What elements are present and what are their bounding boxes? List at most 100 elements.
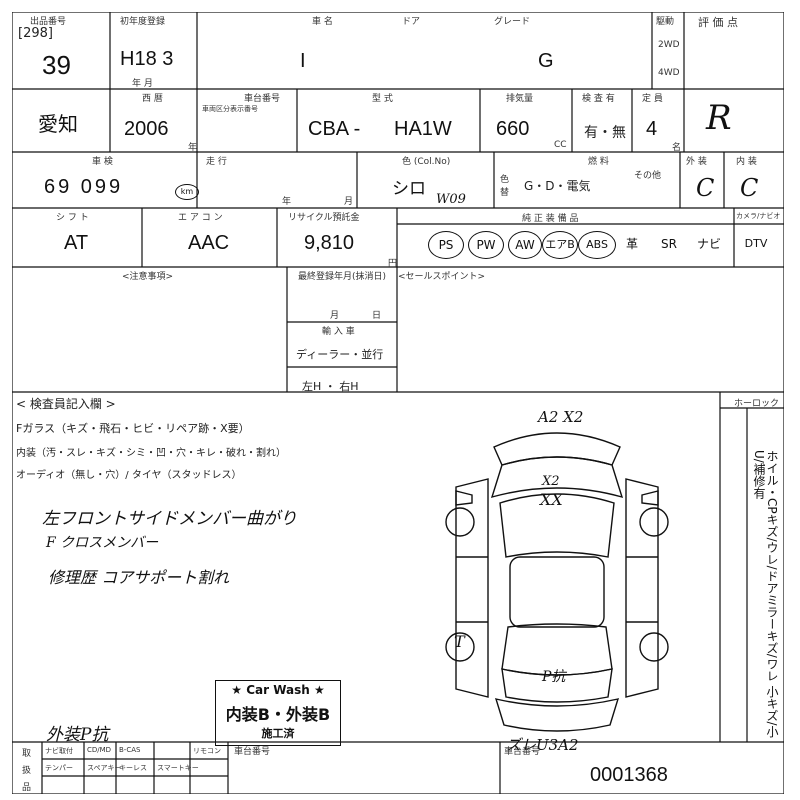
extra-label: カメラ/ナビオ <box>736 212 781 220</box>
color-code: W09 <box>436 192 466 207</box>
footer-bcas: B-CAS <box>119 746 141 754</box>
inspection-title: < 検査員記入欄 > <box>16 397 116 411</box>
grade-value: G <box>538 50 554 72</box>
footer-row1-col0: 取 <box>22 749 32 759</box>
equipment-option: AW <box>508 231 542 259</box>
interior-value: C <box>740 174 759 202</box>
equipment-option: エアB <box>542 231 578 259</box>
drive-label: 駆動 <box>656 17 675 27</box>
hoirokku-label: ホーロック <box>734 399 780 409</box>
exterior-label: 外 装 <box>686 157 707 167</box>
displacement-value: 660 <box>496 118 530 140</box>
handwritten-note-2: F クロスメンバー <box>46 535 159 551</box>
shaken-label: 車 検 <box>92 157 113 167</box>
eval-value: R <box>706 98 732 138</box>
footer-remote: リモコン <box>193 747 221 755</box>
sheet-grid <box>12 12 784 794</box>
handwritten-note-3: 修理歴 コアサポート割れ <box>48 568 230 587</box>
color-change-label: 色替 <box>500 175 510 198</box>
inspection-line2: 内装（汚・スレ・キズ・シミ・凹・穴・キレ・破れ・割れ） <box>16 448 286 459</box>
footer-sparekey: スペアキー <box>87 764 122 772</box>
footer-navi: ナビ取付 <box>45 747 73 755</box>
import-label: 輸 入 車 <box>322 327 355 337</box>
car-wash-stamp: ★ Car Wash ★ 内装B・外装B 施工済 <box>215 680 341 746</box>
handle-value: 左H ・ 右H <box>302 380 359 393</box>
seats-value: 4 <box>646 118 658 140</box>
interior-label: 内 装 <box>736 157 757 167</box>
reg-sub: 車両区分表示番号 <box>202 105 258 113</box>
sales-label: <セールスポイント> <box>398 272 486 282</box>
inspection-line1: Fガラス（キズ・飛石・ヒビ・リペア跡・X要） <box>16 422 250 435</box>
equipment-option: ABS <box>578 231 616 259</box>
ac-label: エ ア コ ン <box>178 213 223 223</box>
handwritten-note-4: 外装P抗 <box>46 725 109 745</box>
mileage-value: 69 099 <box>44 176 124 198</box>
mileage-unit: km <box>175 184 199 200</box>
door-label: ドア <box>402 17 421 27</box>
footer-row3-col0: 品 <box>22 783 32 793</box>
equipment-option: 革 <box>625 237 638 251</box>
model-label: 型 式 <box>372 94 393 104</box>
seats-label: 定 員 <box>642 94 663 104</box>
diagram-note-roof2: XX <box>540 490 563 509</box>
stamp-sub: 施工済 <box>261 727 295 740</box>
final-reg-label: 最終登録年月(抹消日) <box>298 272 387 282</box>
diagram-note-rear: P抗 <box>542 669 566 685</box>
displacement-unit: CC <box>554 140 567 150</box>
equipment-option: ナビ <box>696 237 721 251</box>
diagram-note-bottom: ズレU3A2 <box>506 736 579 754</box>
inspection-value: 有・無 <box>584 125 626 141</box>
exterior-value: C <box>696 174 715 202</box>
displacement-label: 排気量 <box>506 94 534 104</box>
equipment-option: PW <box>468 231 504 259</box>
model-prefix: CBA - <box>308 118 361 140</box>
fuel-options: G・D・電気 <box>524 179 591 193</box>
car-damage-diagram <box>445 432 669 732</box>
inspection-line3: オーディオ（無し・穴）/ タイヤ（スタッドレス） <box>16 470 242 481</box>
color-label: 色 (Col.No) <box>402 157 451 167</box>
shift-value: AT <box>64 232 89 254</box>
notes-label: <注意事項> <box>122 272 174 282</box>
year-value: 2006 <box>124 118 169 140</box>
stock-number: 0001368 <box>590 764 668 786</box>
equipment-option: SR <box>661 237 677 251</box>
seats-unit: 名 <box>672 143 682 153</box>
first-reg-value: H18 3 <box>120 48 174 70</box>
lot-label: 出品番号 <box>30 17 67 27</box>
reg-label: 車台番号 <box>244 94 281 104</box>
car-name: I <box>300 50 306 72</box>
footer-smartkey: スマートキー <box>157 764 199 772</box>
model-code: HA1W <box>394 118 452 140</box>
stamp-line: 内装B・外装B <box>225 705 331 724</box>
region: 愛知 <box>38 114 78 136</box>
chassis-label: 車台番号 <box>234 747 271 757</box>
diagram-note-top: A2 X2 <box>538 408 584 426</box>
drive-2wd: 2WD <box>658 40 680 50</box>
vertical-note: ホイル・CPキズ/ウレ/ドアミラーキズ/ワレ 小キズ/小U/補修有 <box>752 450 779 738</box>
car-name-label: 車 名 <box>312 17 333 27</box>
recycle-unit: 円 <box>388 259 398 269</box>
color-value: シロ <box>392 179 426 198</box>
year-label: 西 暦 <box>142 94 163 104</box>
year-unit: 年 <box>188 143 198 153</box>
shaken-month-label: 月 <box>344 197 354 207</box>
grade-label: グレード <box>494 17 531 27</box>
diagram-note-roof1: X2 <box>542 474 560 489</box>
stamp-title: ★ Car Wash ★ <box>231 683 325 697</box>
stock-label: 車台番号 <box>504 747 541 757</box>
equipment-option: PS <box>428 231 464 259</box>
import-value: ディーラー・並行 <box>296 348 384 361</box>
equipment-label: 純 正 装 備 品 <box>522 214 579 224</box>
first-reg-label: 初年度登録 <box>120 17 166 27</box>
recycle-value: 9,810 <box>304 232 355 254</box>
recycle-label: リサイクル預託金 <box>288 213 360 223</box>
first-reg-unit: 年 月 <box>132 79 153 89</box>
footer-row2-col0: 扱 <box>22 766 32 776</box>
tire-mark: T <box>454 632 465 651</box>
eval-label: 評 価 点 <box>698 16 738 29</box>
final-reg-month: 月 <box>330 311 340 321</box>
final-reg-day: 日 <box>372 311 382 321</box>
lot-box: [298] <box>18 26 53 41</box>
mileage-label: 走 行 <box>206 157 227 167</box>
ac-value: AAC <box>188 232 230 254</box>
